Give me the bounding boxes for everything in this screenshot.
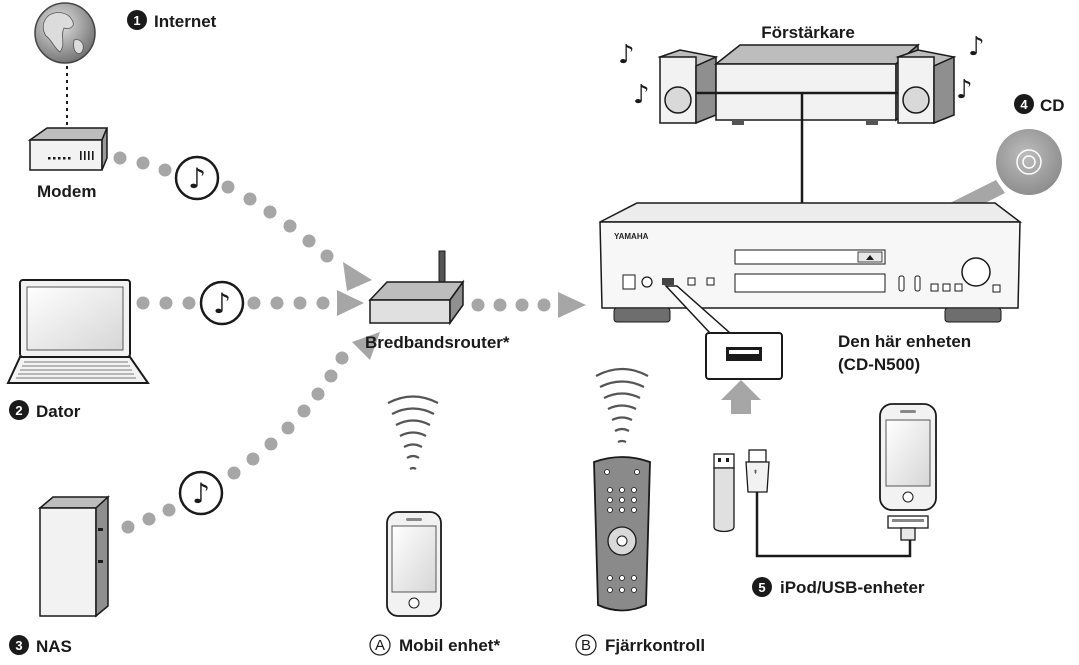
smartphone-icon [386, 511, 442, 617]
note-icon: ♪ [968, 32, 985, 62]
connection-router-unit [471, 298, 551, 312]
arrow-into-router-top [343, 262, 372, 291]
label-dator: 2 Dator [9, 400, 81, 421]
marker-1: 1 [133, 13, 140, 28]
svg-text:⇞: ⇞ [753, 469, 758, 476]
cd-player-unit: YAMAHA [599, 202, 1023, 323]
note-icon: ♪ [213, 287, 231, 320]
marker-2: 2 [15, 403, 22, 418]
nas-label: NAS [36, 637, 72, 656]
label-cd: 4 CD [1014, 94, 1065, 115]
label-remote: B Fjärrkontroll [575, 634, 705, 656]
remote-label: Fjärrkontroll [605, 636, 705, 655]
arrow-usb-insert [721, 380, 761, 414]
label-internet: 1 Internet [127, 10, 217, 31]
cd-disc-icon [996, 129, 1062, 195]
marker-4: 4 [1020, 97, 1028, 112]
arrow-into-router-left [337, 290, 364, 316]
modem-icon [27, 127, 109, 171]
speaker-right-icon [895, 49, 957, 125]
label-nas: 3 NAS [9, 635, 72, 656]
arrow-into-router-bottom [352, 332, 380, 360]
amplifier-icon [713, 43, 921, 125]
cd-label: CD [1040, 96, 1065, 115]
note-icon: ♪ [618, 40, 635, 70]
internet-label: Internet [154, 12, 217, 31]
router-icon [368, 250, 465, 326]
music-badge-modem: ♪ [174, 155, 220, 201]
connection-nas-router [121, 351, 349, 534]
usb-cable-plug-icon: ⇞ [745, 449, 770, 493]
label-mobile: A Mobil enhet* [369, 634, 500, 656]
mobile-label: Mobil enhet* [399, 636, 500, 655]
connection-computer-router [136, 296, 330, 310]
router-label: Bredbandsrouter* [365, 333, 510, 352]
ipod-icon [879, 403, 937, 541]
unit-label-line1: Den här enheten [838, 332, 971, 351]
usb-ipod-cable [755, 492, 912, 558]
marker-b: B [581, 637, 591, 654]
ipod-usb-label: iPod/USB-enheter [780, 578, 925, 597]
marker-a: A [375, 637, 385, 654]
laptop-icon [6, 279, 150, 384]
unit-label-line2: (CD-N500) [838, 355, 920, 374]
connection-modem-router [113, 151, 334, 263]
globe-icon [34, 2, 96, 64]
usb-stick-icon [713, 453, 735, 533]
note-icon: ♪ [633, 80, 650, 110]
wireless-signal-icon [387, 395, 439, 470]
usb-port-callout [705, 332, 783, 380]
speaker-left-icon [657, 49, 719, 125]
music-badge-nas: ♪ [178, 470, 224, 516]
modem-label: Modem [37, 182, 97, 201]
label-ipod-usb: 5 iPod/USB-enheter [752, 577, 925, 597]
amplifier-label: Förstärkare [761, 23, 855, 42]
remote-control-icon [593, 456, 651, 612]
nas-icon [37, 495, 110, 618]
note-icon: ♪ [188, 162, 206, 195]
note-icon: ♪ [956, 75, 973, 105]
marker-3: 3 [15, 638, 22, 653]
music-badge-computer: ♪ [199, 280, 245, 326]
arrow-into-unit [558, 292, 586, 318]
note-icon: ♪ [192, 477, 210, 510]
dator-label: Dator [36, 402, 81, 421]
marker-5: 5 [758, 580, 765, 595]
device-brand: YAMAHA [614, 232, 649, 241]
wireless-signal-icon [595, 367, 649, 444]
